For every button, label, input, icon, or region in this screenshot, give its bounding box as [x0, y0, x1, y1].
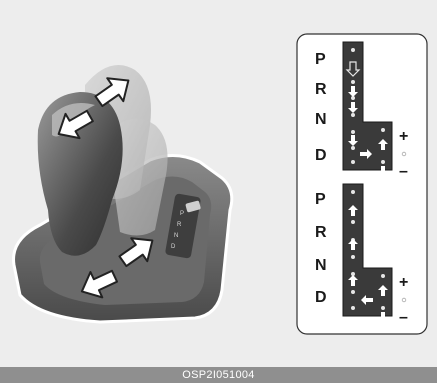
- upper-gear-label-d: D: [315, 147, 327, 164]
- lower-gear-label-r: R: [315, 224, 327, 241]
- svg-text:N: N: [174, 233, 178, 239]
- upper-minus-label: –: [399, 163, 408, 180]
- svg-text:D: D: [171, 244, 176, 250]
- upper-gear-label-n: N: [315, 111, 327, 128]
- upper-plus-label: +: [399, 128, 408, 145]
- figure-caption-bar: OSP2I051004: [0, 367, 437, 383]
- shift-lever-illustration: P R N D: [14, 65, 232, 322]
- figure-code: OSP2I051004: [0, 367, 437, 383]
- lower-gear-label-p: P: [315, 191, 326, 208]
- lower-plus-label: +: [399, 274, 408, 291]
- lower-gear-label-n: N: [315, 257, 327, 274]
- svg-text:R: R: [177, 222, 182, 228]
- upper-gear-label-r: R: [315, 81, 327, 98]
- lower-gear-label-d: D: [315, 289, 327, 306]
- svg-text:P: P: [180, 211, 184, 217]
- upper-gear-label-p: P: [315, 51, 326, 68]
- shift-pattern-panel: P R N D: [297, 34, 427, 334]
- lower-minus-label: –: [399, 309, 408, 326]
